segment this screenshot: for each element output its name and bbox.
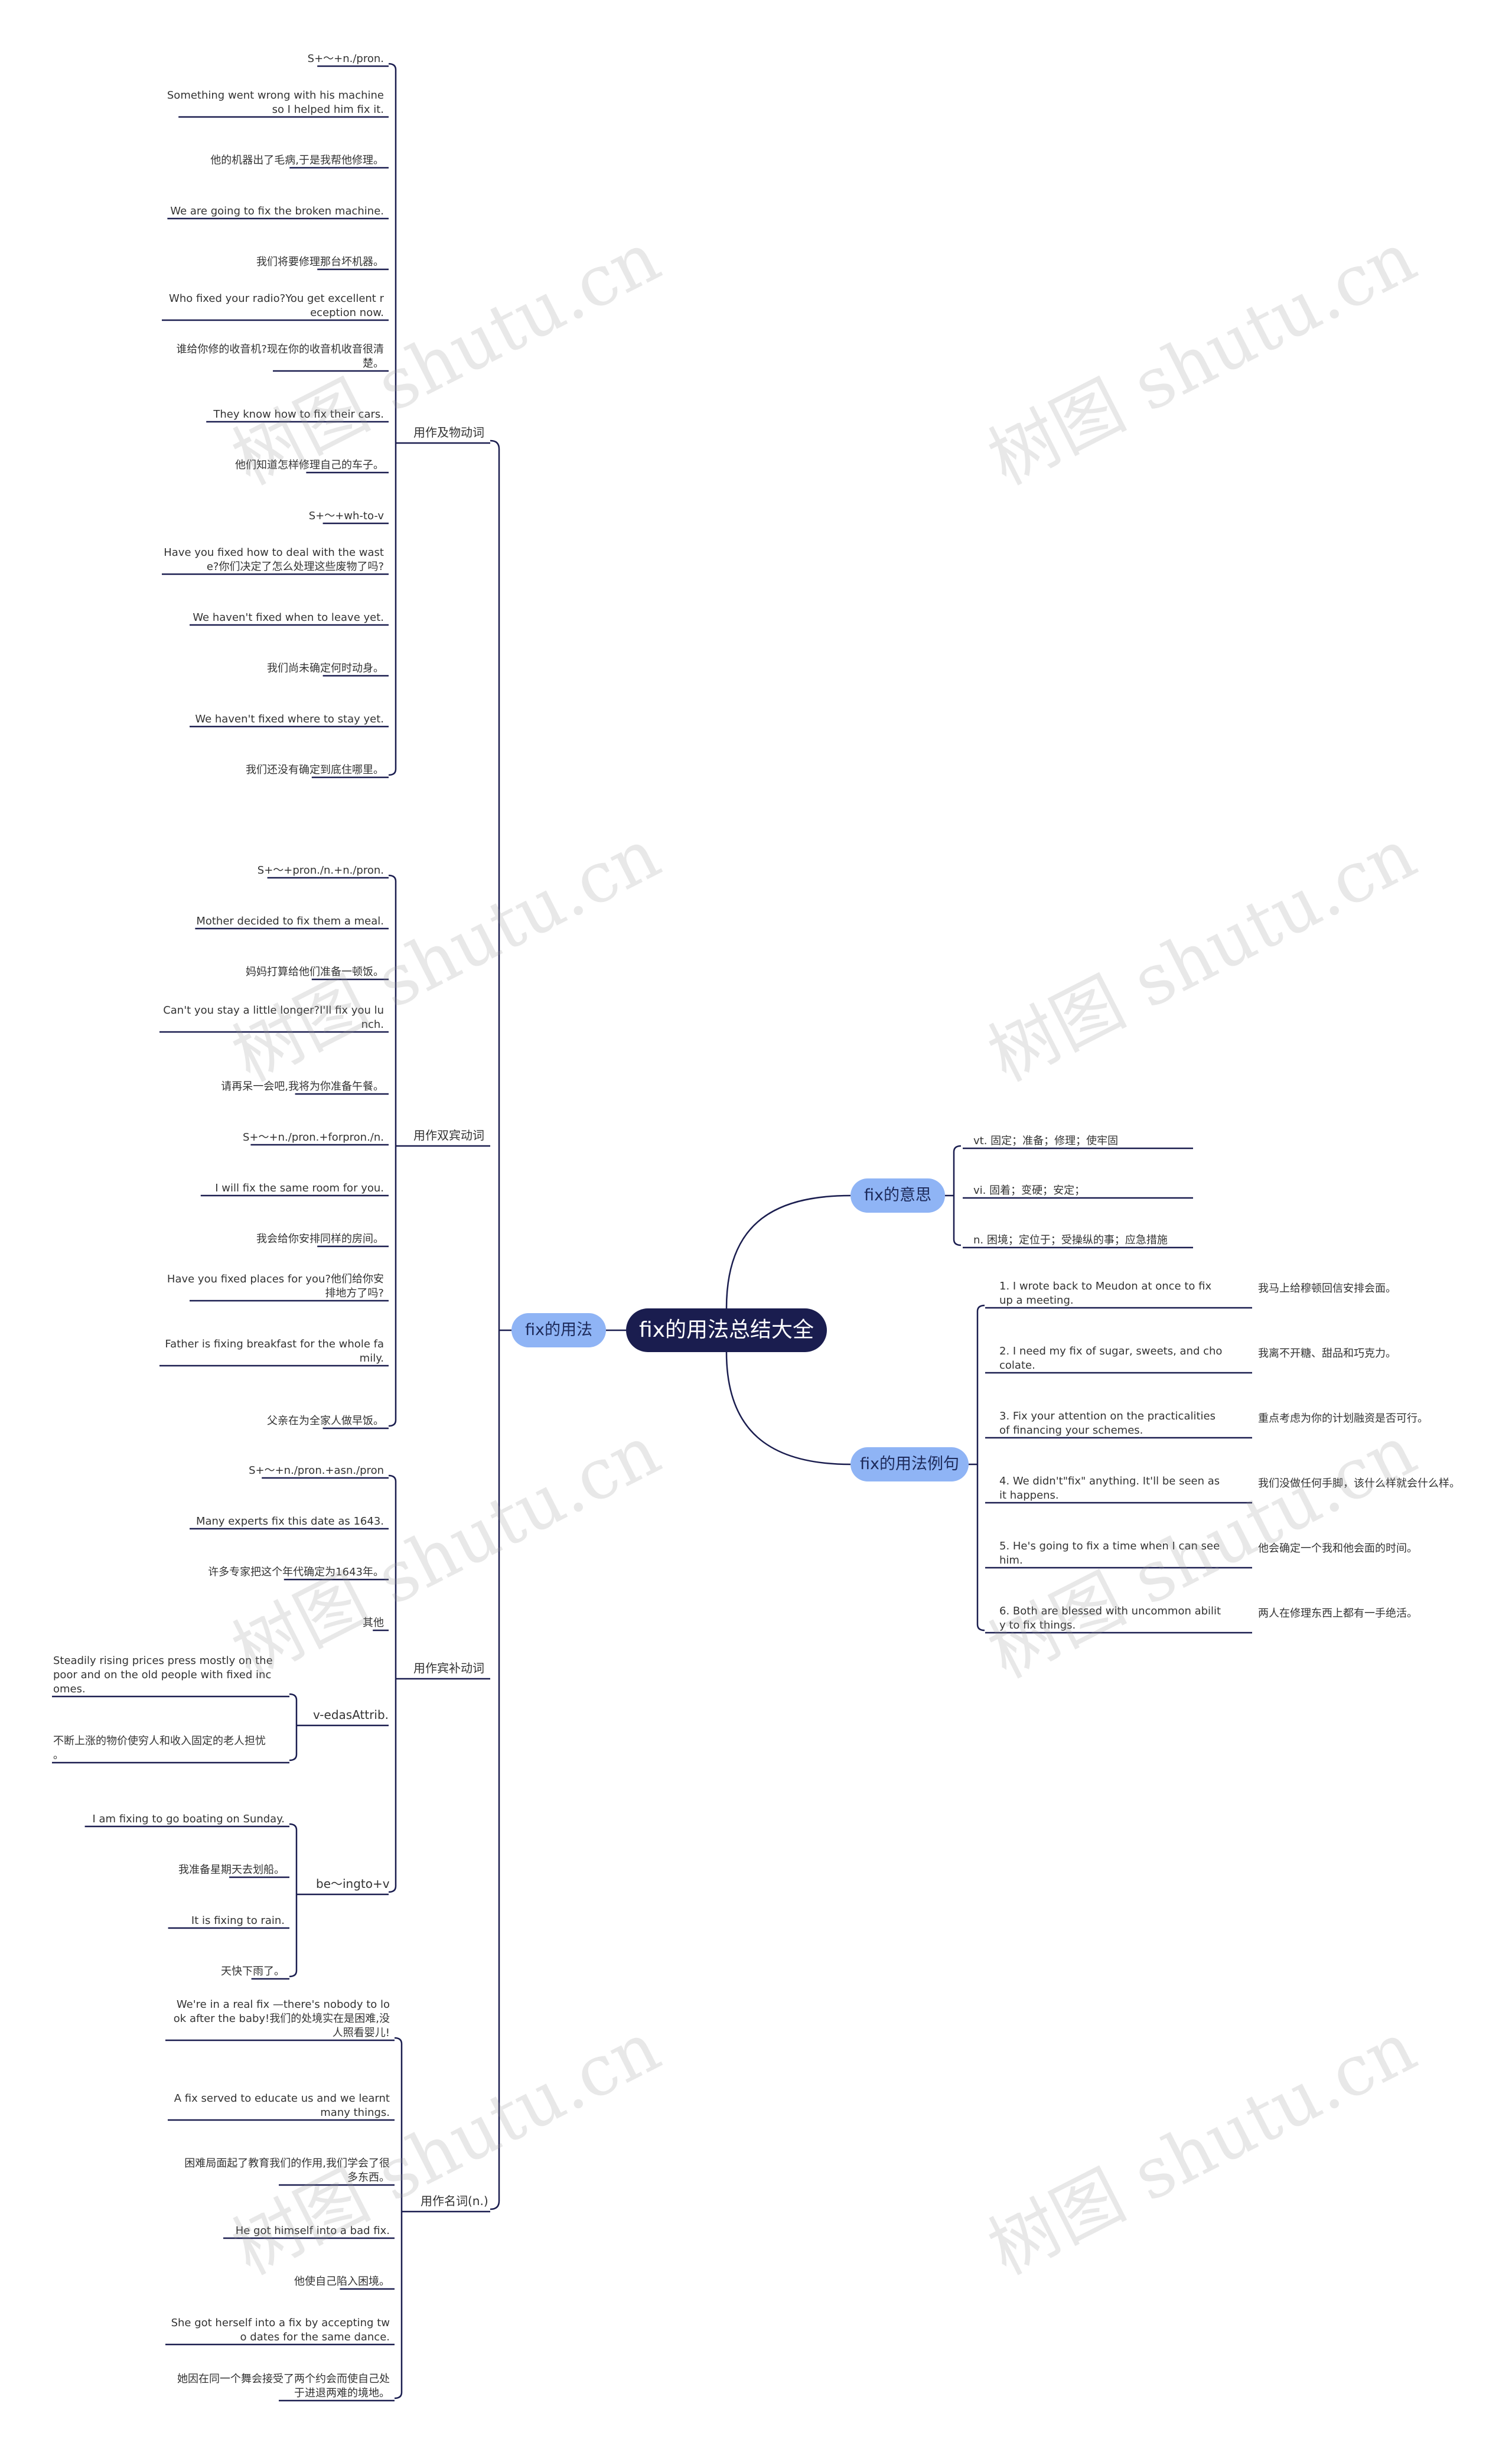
example-sentence: 4. We didn't"fix" anything. It'll be see… [999, 1475, 1220, 1502]
subgroup-label: be～ingto+v [316, 1877, 390, 1891]
meaning-item: vi. 固着；变硬；安定； [973, 1184, 1086, 1197]
usage-item: Something went wrong with his machine so… [167, 89, 384, 116]
example-translation: 两人在修理东西上都有一手绝活。 [1258, 1607, 1418, 1620]
example-sentence: 5. He's going to fix a time when I can s… [999, 1540, 1220, 1567]
usage-item: 我们还没有确定到底住哪里。 [246, 764, 384, 776]
meaning-item: n. 困境；定位于；受操纵的事；应急措施 [973, 1234, 1168, 1246]
usage-item: Many experts fix this date as 1643. [195, 1515, 384, 1528]
usage-item: 我们尚未确定何时动身。 [267, 662, 384, 675]
usage-item: S+～+n./pron.+forpron./n. [243, 1131, 384, 1144]
branch-meaning[interactable]: fix的意思 [850, 1178, 945, 1213]
usage-item: They know how to fix their cars. [213, 408, 384, 421]
usage-item: Have you fixed places for you?他们给你安 排地方了… [167, 1273, 384, 1300]
group-label: 用作名词(n.) [421, 2194, 488, 2208]
connector [976, 1304, 985, 1632]
usage-item: We're in a real fix —there's nobody to l… [173, 1998, 390, 2039]
usage-item: 父亲在为全家人做早饭。 [267, 1415, 384, 1427]
connector [725, 1352, 851, 1466]
usage-item: S+～+n./pron. [307, 53, 384, 65]
connector [289, 1823, 298, 1978]
usage-item: 许多专家把这个年代确定为1643年。 [208, 1566, 384, 1578]
connector [394, 2037, 403, 2399]
example-translation: 重点考虑为你的计划融资是否可行。 [1258, 1412, 1428, 1425]
usage-item: S+～+pron./n.+n./pron. [257, 864, 384, 877]
usage-item: I will fix the same room for you. [215, 1182, 384, 1194]
example-sentence: 1. I wrote back to Meudon at once to fix… [999, 1280, 1212, 1307]
usage-item: We are going to fix the broken machine. [170, 205, 384, 217]
connector [725, 1194, 851, 1309]
usage-item: It is fixing to rain. [191, 1914, 285, 1927]
usage-item: 谁给你修的收音机?现在你的收音机收音很清 楚。 [176, 343, 384, 370]
example-sentence: 6. Both are blessed with uncommon abilit… [999, 1605, 1221, 1632]
usage-item: 他的机器出了毛病,于是我帮他修理。 [210, 154, 384, 167]
usage-item: She got herself into a fix by accepting … [171, 2317, 390, 2343]
usage-item: 其他 [363, 1617, 384, 1629]
connector [289, 1693, 298, 1761]
usage-item: Father is fixing breakfast for the whole… [165, 1338, 384, 1365]
usage-item: We haven't fixed where to stay yet. [195, 713, 384, 725]
connector [490, 439, 500, 2210]
usage-item: 他使自己陷入困境。 [294, 2275, 390, 2288]
example-translation: 我离不开糖、甜品和巧克力。 [1258, 1347, 1396, 1360]
group-label: 用作双宾动词 [413, 1128, 484, 1142]
connector [388, 874, 397, 1427]
group-label: 用作及物动词 [413, 425, 484, 439]
usage-item: 妈妈打算给他们准备一顿饭。 [246, 966, 384, 978]
usage-item: I am fixing to go boating on Sunday. [92, 1813, 285, 1825]
group-label: 用作宾补动词 [413, 1661, 484, 1675]
usage-item: 请再呆一会吧,我将为你准备午餐。 [221, 1080, 384, 1093]
usage-item: 我准备星期天去划船。 [178, 1864, 285, 1876]
usage-item: 天快下雨了。 [221, 1965, 285, 1978]
usage-item: 她因在同一个舞会接受了两个约会而使自己处 于进退两难的境地。 [177, 2373, 390, 2399]
usage-item: 他们知道怎样修理自己的车子。 [235, 459, 384, 471]
connector [388, 63, 397, 776]
usage-item: S+～+wh-to-v [308, 510, 384, 522]
subgroup-label: v-edasAttrib. [313, 1708, 389, 1722]
usage-item: He got himself into a bad fix. [235, 2225, 390, 2237]
example-translation: 我马上给穆顿回信安排会面。 [1258, 1282, 1396, 1295]
usage-item: 我会给你安排同样的房间。 [256, 1233, 384, 1245]
example-sentence: 2. I need my fix of sugar, sweets, and c… [999, 1345, 1223, 1372]
example-translation: 我们没做任何手脚，该什么样就会什么样。 [1258, 1477, 1460, 1490]
usage-item: Can't you stay a little longer?I'll fix … [163, 1004, 384, 1031]
root-topic[interactable]: fix的用法总结大全 [626, 1308, 827, 1352]
branch-usage[interactable]: fix的用法 [511, 1313, 606, 1347]
usage-item: Mother decided to fix them a meal. [196, 915, 384, 927]
usage-item: We haven't fixed when to leave yet. [193, 611, 384, 624]
usage-item: Have you fixed how to deal with the wast… [164, 546, 384, 573]
connector [388, 1474, 397, 1893]
usage-item: 我们将要修理那台坏机器。 [256, 256, 384, 268]
example-sentence: 3. Fix your attention on the practicalit… [999, 1410, 1216, 1437]
meaning-item: vt. 固定；准备；修理；使牢固 [973, 1135, 1119, 1147]
connector [953, 1145, 962, 1246]
example-translation: 他会确定一个我和他会面的时间。 [1258, 1542, 1418, 1555]
usage-item: A fix served to educate us and we learnt… [174, 2092, 390, 2119]
branch-examples[interactable]: fix的用法例句 [850, 1447, 969, 1481]
usage-item: S+～+n./pron.+asn./pron [249, 1464, 384, 1477]
usage-item: Who fixed your radio?You get excellent r… [169, 292, 384, 319]
usage-item: 不断上涨的物价使穷人和收入固定的老人担忧 。 [53, 1735, 266, 1761]
usage-item: Steadily rising prices press mostly on t… [53, 1655, 273, 1695]
usage-item: 困难局面起了教育我们的作用,我们学会了很 多东西。 [184, 2157, 390, 2184]
